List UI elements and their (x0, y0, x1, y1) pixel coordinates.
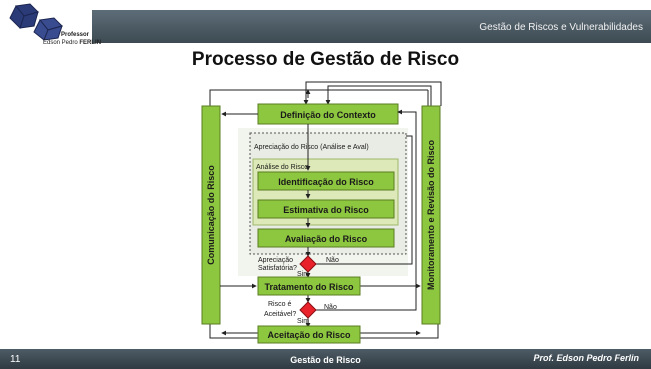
acceptance-box (257, 325, 361, 344)
treatment-box (257, 276, 361, 296)
communication-label: Comunicação do Risco (206, 165, 216, 265)
appraisal-group-label: Apreciação do Risco (Análise e Aval) (254, 144, 369, 151)
risk-process-diagram: Comunicação do Risco Monitoramento e Rev… (198, 76, 453, 345)
header-bar-fill (92, 10, 651, 43)
monitoring-label: Monitoramento e Revisão do Risco (426, 139, 436, 290)
estimation-box (257, 199, 395, 219)
decision2-yes: Sim (297, 318, 309, 325)
acceptance-label: Aceitação do Risco (267, 330, 351, 340)
decision1-yes: Sim (297, 271, 309, 278)
course-title: Gestão de Riscos e Vulnerabilidades (479, 22, 643, 33)
decision1-line2: Satisfatória? (258, 265, 297, 272)
decision1-no: Não (326, 257, 339, 264)
identification-label: Identificação do Risco (278, 177, 374, 187)
analysis-group-label: Análise do Risco (256, 164, 308, 171)
decision1-line1: Apreciação (258, 257, 293, 264)
decision2-no: Não (324, 304, 337, 311)
evaluation-box (257, 228, 395, 248)
decision-appraisal-diamond (299, 255, 317, 273)
decision2-line2: Aceitável? (264, 311, 296, 318)
context-label: Definição do Contexto (280, 110, 376, 120)
estimation-label: Estimativa do Risco (283, 205, 369, 215)
monitoring-column (421, 105, 441, 325)
decision2-line1: Risco é (268, 301, 291, 308)
page-number: 11 (10, 354, 21, 365)
evaluation-label: Avaliação do Risco (285, 234, 368, 244)
logo-name: Edson Pedro FERLIN (43, 40, 102, 46)
header-bar: Gestão de Riscos e Vulnerabilidades (0, 0, 651, 44)
communication-column (201, 105, 221, 325)
logo-icon (9, 3, 63, 41)
professor-logo: Professor Edson Pedro FERLIN (4, 2, 124, 52)
footer-author: Prof. Edson Pedro Ferlin (533, 353, 639, 363)
treatment-label: Tratamento do Risco (264, 282, 354, 292)
logo-line1: Professor (61, 32, 90, 38)
decision-acceptable-diamond (299, 301, 317, 319)
footer-center-title: Gestão de Risco (290, 355, 361, 365)
slide-title: Processo de Gestão de Risco (191, 49, 460, 70)
footer-bar: 11 Gestão de Risco Prof. Edson Pedro Fer… (0, 349, 651, 369)
identification-box (257, 171, 395, 191)
